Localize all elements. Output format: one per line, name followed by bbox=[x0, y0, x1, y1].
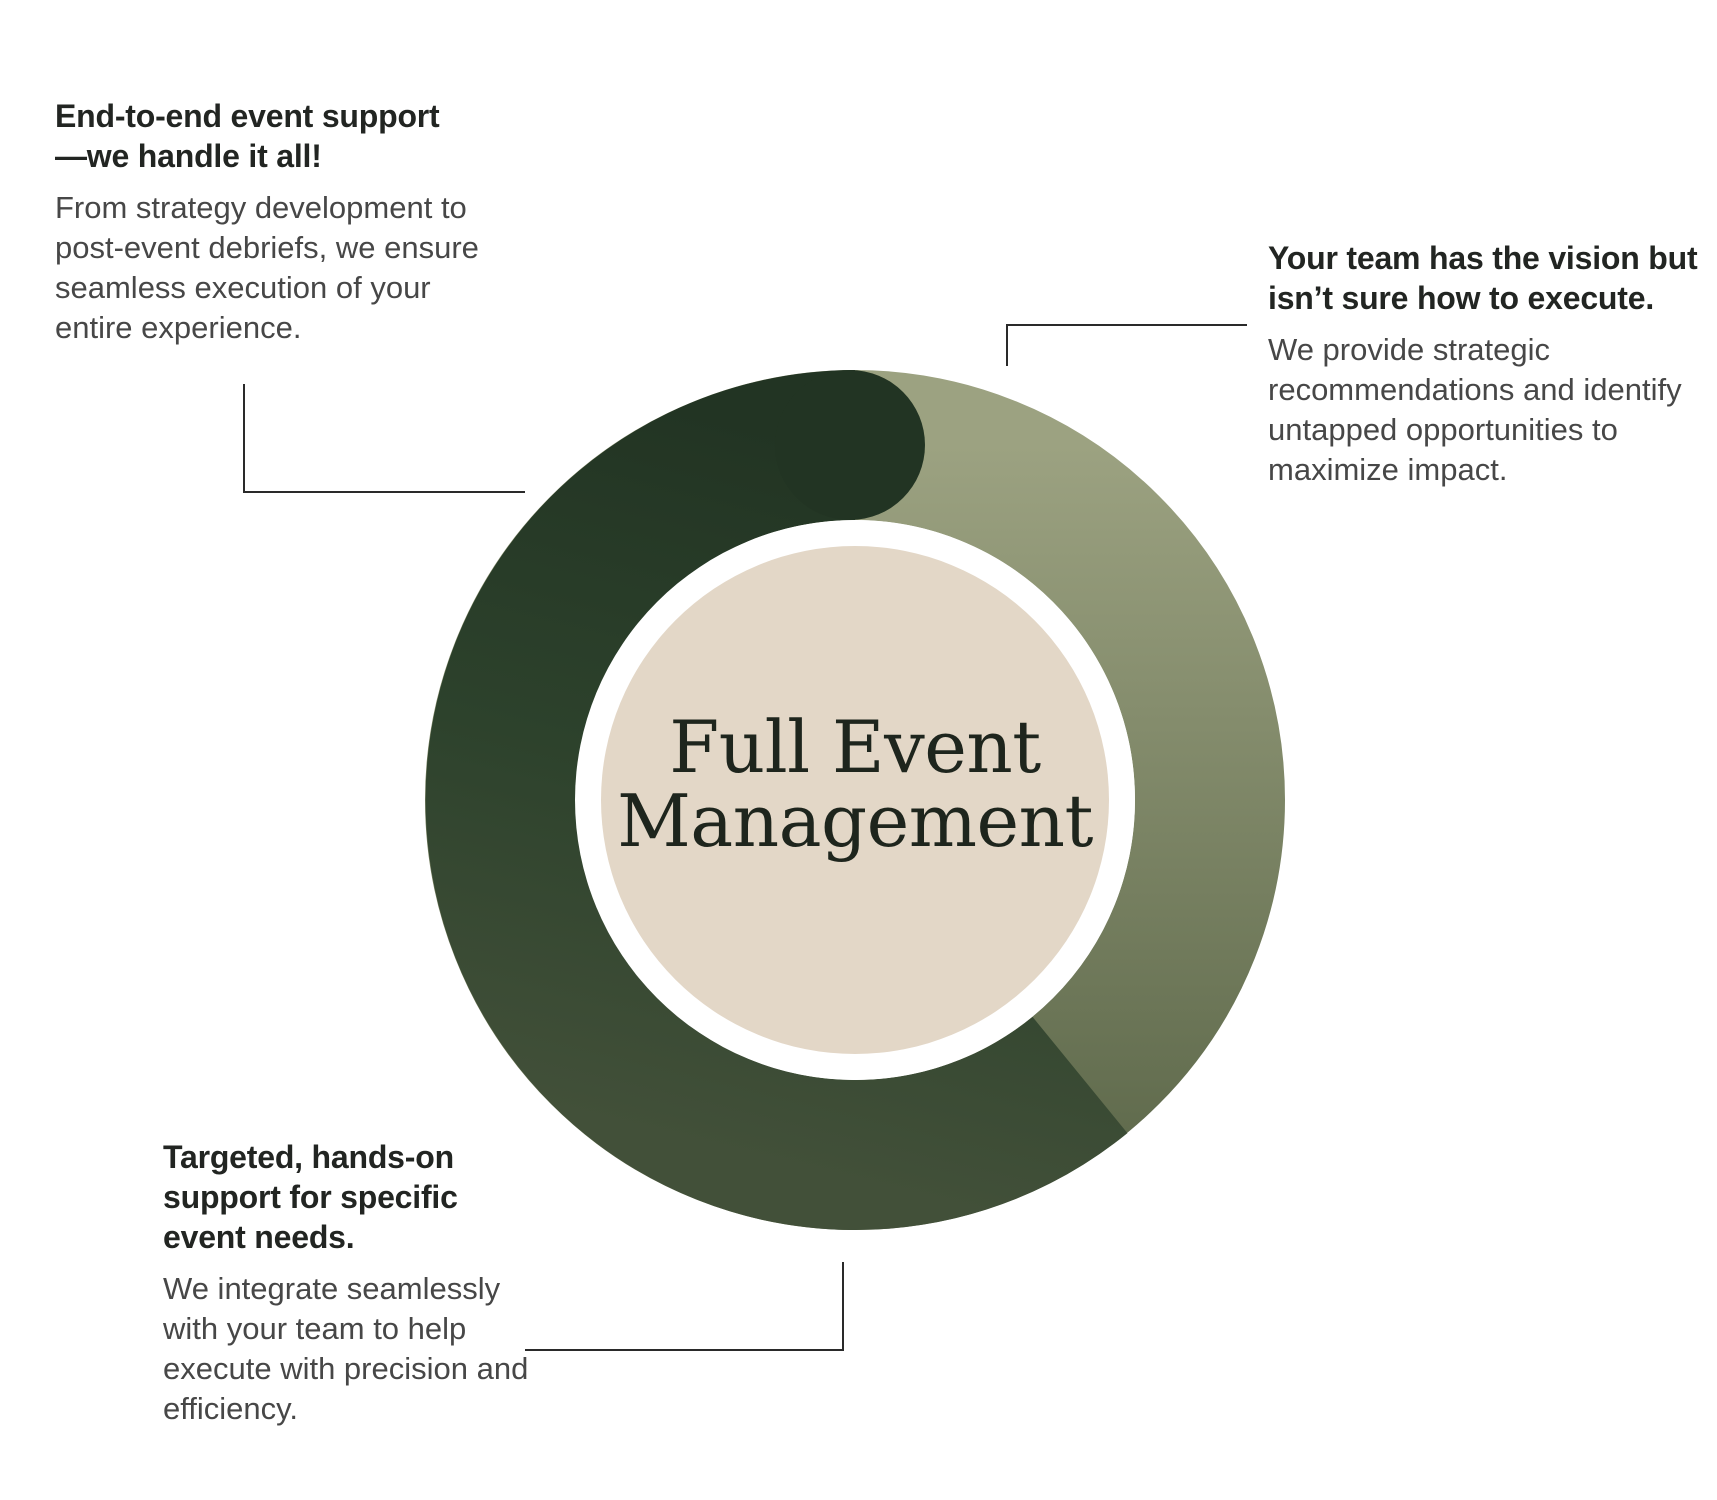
center-title-line1: Full Event bbox=[669, 705, 1041, 789]
callout-end-to-end-body: From strategy development to post-event … bbox=[55, 190, 479, 345]
leader-line-top-left bbox=[243, 384, 525, 493]
center-title-line2: Management bbox=[617, 779, 1093, 863]
callout-vision: Your team has the vision but isn’t sure … bbox=[1268, 238, 1708, 490]
leader-line-top-right bbox=[1006, 324, 1247, 366]
callout-end-to-end: End-to-end event support —we handle it a… bbox=[55, 96, 495, 348]
ring-dark-segment bbox=[425, 370, 1128, 1230]
callout-vision-heading: Your team has the vision but isn’t sure … bbox=[1268, 240, 1698, 316]
callout-vision-body: We provide strategic recommendations and… bbox=[1268, 332, 1682, 487]
leader-line-bottom bbox=[525, 1262, 844, 1351]
callout-end-to-end-heading-line1: End-to-end event support bbox=[55, 98, 440, 134]
ring-dark-endcap bbox=[775, 370, 925, 520]
callout-end-to-end-heading-line2: —we handle it all! bbox=[55, 138, 322, 174]
center-title: Full Event Management bbox=[615, 710, 1095, 858]
callout-end-to-end-heading: End-to-end event support —we handle it a… bbox=[55, 96, 495, 176]
callout-targeted: Targeted, hands-on support for specific … bbox=[163, 1137, 543, 1429]
callout-targeted-body: We integrate seamlessly with your team t… bbox=[163, 1271, 529, 1426]
inner-disc bbox=[601, 546, 1109, 1054]
callout-targeted-heading: Targeted, hands-on support for specific … bbox=[163, 1139, 458, 1255]
